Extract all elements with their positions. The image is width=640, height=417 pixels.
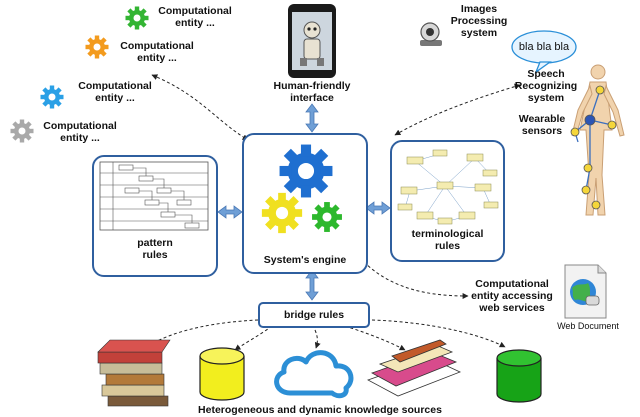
speech-bubble-icon bbox=[511, 30, 577, 74]
terminological-rules-label: terminological rules bbox=[411, 228, 484, 252]
web-document-icon bbox=[564, 264, 607, 319]
cloud-icon bbox=[274, 350, 354, 399]
connector-bridge-source-3 bbox=[314, 329, 321, 349]
images-system-label: Images Processing system bbox=[450, 3, 508, 39]
connector-sensors-engine bbox=[394, 83, 521, 136]
connector-bridge-source-1 bbox=[149, 319, 259, 346]
arrow-pattern-engine bbox=[217, 205, 243, 219]
engine-label: System's engine bbox=[263, 254, 347, 266]
gear-icon-large-blue bbox=[279, 144, 333, 198]
flowchart-thumbnail bbox=[99, 161, 209, 231]
gear-icon-green-small bbox=[312, 202, 342, 232]
arrow-terminology-engine bbox=[365, 201, 391, 215]
entity-label-2: Computational entity ... bbox=[120, 40, 194, 64]
gear-icon-green bbox=[125, 6, 149, 30]
bridge-rules-box: bridge rules bbox=[258, 302, 370, 328]
gear-icon-orange bbox=[85, 35, 109, 59]
system-engine-box: System's engine bbox=[242, 133, 368, 274]
arrow-engine-bridge bbox=[305, 269, 319, 301]
engine-gears bbox=[261, 144, 342, 234]
database-icon-yellow bbox=[199, 347, 245, 401]
speech-system-label: Speech Recognizing system bbox=[514, 68, 578, 104]
pattern-rules-label: pattern rules bbox=[137, 237, 173, 261]
web-document-label: Web Document bbox=[557, 321, 619, 331]
gear-icon-yellow bbox=[261, 192, 303, 234]
entity-label-1: Computational entity ... bbox=[158, 5, 232, 29]
entity-label-3: Computational entity ... bbox=[78, 80, 152, 104]
terminological-rules-box: terminological rules bbox=[390, 140, 505, 262]
bridge-rules-label: bridge rules bbox=[283, 309, 345, 321]
speech-bubble-text: bla bla bla bbox=[518, 41, 570, 53]
connector-bridge-source-4 bbox=[344, 325, 406, 351]
web-entity-label: Computational entity accessing web servi… bbox=[471, 278, 553, 314]
knowledge-sources-caption: Heterogeneous and dynamic knowledge sour… bbox=[198, 404, 442, 416]
arrow-interface-engine bbox=[305, 103, 319, 133]
gear-icon-blue bbox=[40, 85, 64, 109]
sensors-label: Wearable sensors bbox=[518, 113, 566, 137]
sensor-icons bbox=[570, 85, 617, 210]
interface-label: Human-friendly interface bbox=[273, 80, 351, 104]
webcam-icon bbox=[420, 22, 442, 46]
connector-engine-web bbox=[359, 257, 469, 299]
pattern-rules-box: pattern rules bbox=[92, 155, 218, 277]
database-icon-green bbox=[496, 349, 542, 403]
entity-label-4: Computational entity ... bbox=[43, 120, 117, 144]
connector-entities-engine bbox=[151, 74, 249, 141]
books-icon-1 bbox=[97, 339, 171, 407]
connector-bridge-source-5 bbox=[371, 319, 506, 348]
books-icon-2 bbox=[367, 339, 462, 397]
connector-bridge-source-2 bbox=[234, 325, 273, 351]
ontology-graph-thumbnail bbox=[397, 149, 499, 225]
gear-icon-gray bbox=[10, 119, 34, 143]
smartphone-icon bbox=[288, 4, 336, 78]
